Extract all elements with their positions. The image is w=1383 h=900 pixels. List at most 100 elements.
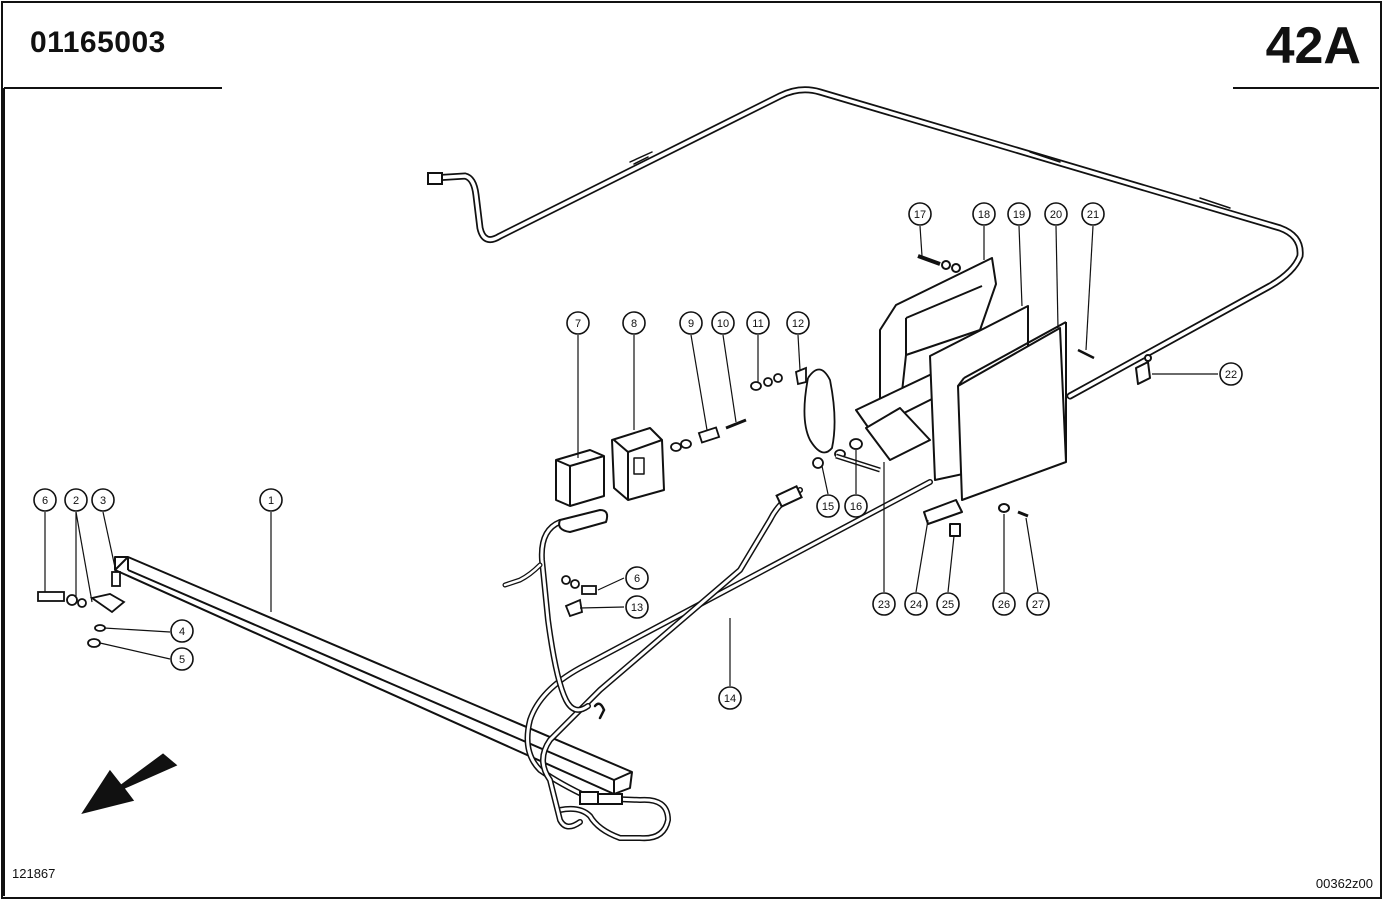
callout-circle	[64, 488, 88, 512]
callout-number: 23	[878, 599, 890, 611]
callout-number: 26	[998, 599, 1010, 611]
callout-number: 9	[688, 318, 694, 330]
bar-part-1	[114, 556, 633, 795]
callout-circle	[746, 311, 770, 335]
callout-11: 11	[746, 311, 770, 335]
callout-circle	[1219, 362, 1243, 386]
callout-10: 10	[711, 311, 735, 335]
callout-9: 9	[679, 311, 703, 335]
callout-3: 3	[91, 488, 115, 512]
callout-number: 20	[1050, 209, 1062, 221]
callout-circle	[904, 592, 928, 616]
callout-circle	[625, 595, 649, 619]
left-hardware	[37, 571, 126, 648]
callout-18: 18	[972, 202, 996, 226]
direction-arrow-icon	[81, 753, 178, 814]
footer-left-code: 121867	[12, 866, 56, 881]
callout-number: 6	[42, 495, 48, 507]
callout-number: 24	[910, 599, 922, 611]
callout-number: 21	[1087, 209, 1099, 221]
callout-number: 6	[634, 573, 640, 585]
callout-circle	[679, 311, 703, 335]
callout-number: 22	[1225, 369, 1237, 381]
footer-right-code: 00362z00	[1315, 876, 1373, 891]
callout-number: 14	[724, 693, 736, 705]
callout-2: 2	[64, 488, 88, 512]
callout-circle	[1007, 202, 1031, 226]
callout-number: 10	[717, 318, 729, 330]
callout-20: 20	[1044, 202, 1068, 226]
callout-circle	[816, 494, 840, 518]
callout-1: 1	[259, 488, 283, 512]
callout-19: 19	[1007, 202, 1031, 226]
callout-number: 7	[575, 318, 581, 330]
callout-circle	[786, 311, 810, 335]
callout-circle	[625, 566, 649, 590]
callout-circle	[33, 488, 57, 512]
callout-26: 26	[992, 592, 1016, 616]
callout-14: 14	[718, 686, 742, 710]
callout-circle	[170, 619, 194, 643]
panel-assembly	[855, 254, 1152, 537]
callout-7: 7	[566, 311, 590, 335]
callout-number: 8	[631, 318, 637, 330]
callout-circle	[718, 686, 742, 710]
callout-circle	[566, 311, 590, 335]
callout-21: 21	[1081, 202, 1105, 226]
callout-circle	[992, 592, 1016, 616]
callout-circle	[170, 647, 194, 671]
callout-12: 12	[786, 311, 810, 335]
callout-23: 23	[872, 592, 896, 616]
callout-15: 15	[816, 494, 840, 518]
page-code: 42A	[1265, 17, 1361, 75]
callout-circle	[844, 494, 868, 518]
callout-circle	[259, 488, 283, 512]
callout-circle	[1026, 592, 1050, 616]
lower-hoses	[502, 479, 933, 842]
callout-13: 13	[625, 595, 649, 619]
callout-number: 1	[268, 495, 274, 507]
callout-circle	[711, 311, 735, 335]
small-hardware	[561, 366, 881, 618]
callout-number: 12	[792, 318, 804, 330]
callout-number: 16	[850, 501, 862, 513]
callout-24: 24	[904, 592, 928, 616]
callout-number: 5	[179, 654, 185, 666]
callout-number: 27	[1032, 599, 1044, 611]
document-number: 01165003	[30, 26, 166, 59]
callout-number: 13	[631, 602, 643, 614]
callout-circle	[908, 202, 932, 226]
callout-22: 22	[1219, 362, 1243, 386]
callout-circle	[872, 592, 896, 616]
callout-number: 3	[100, 495, 106, 507]
callout-number: 25	[942, 599, 954, 611]
callout-number: 11	[752, 318, 763, 330]
callout-17: 17	[908, 202, 932, 226]
callout-16: 16	[844, 494, 868, 518]
callout-circle	[1044, 202, 1068, 226]
callout-circle	[972, 202, 996, 226]
leader-lines	[44, 225, 1218, 686]
callout-circle	[936, 592, 960, 616]
callout-5: 5	[170, 647, 194, 671]
callout-number: 17	[914, 209, 926, 221]
callout-number: 18	[978, 209, 990, 221]
callout-6: 6	[625, 566, 649, 590]
callout-number: 2	[73, 495, 79, 507]
callout-25: 25	[936, 592, 960, 616]
callout-6: 6	[33, 488, 57, 512]
upper-hose	[427, 86, 1304, 400]
callout-circle	[1081, 202, 1105, 226]
callout-circle	[91, 488, 115, 512]
callout-27: 27	[1026, 592, 1050, 616]
callout-circle	[622, 311, 646, 335]
callout-number: 15	[822, 501, 834, 513]
callout-4: 4	[170, 619, 194, 643]
callout-number: 19	[1013, 209, 1025, 221]
bracket-part-7	[555, 449, 609, 533]
callout-number: 4	[179, 626, 185, 638]
